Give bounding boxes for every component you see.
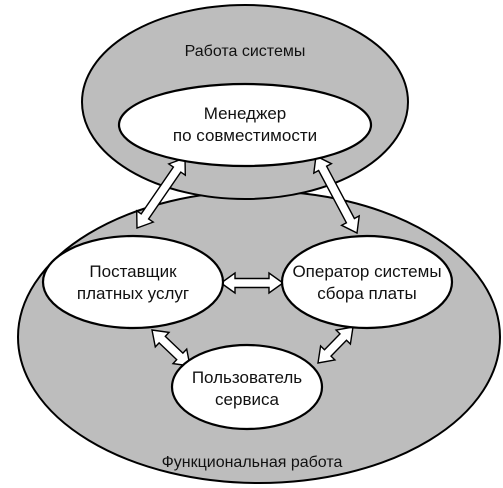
manager-label-line2: по совместимости	[173, 126, 317, 145]
connection-arrows	[135, 154, 361, 367]
manager-ellipse	[117, 82, 373, 168]
user-label-line1: Пользователь	[192, 368, 302, 387]
arrow-manager-operator	[312, 154, 361, 235]
node-paid-service-provider: Поставщик платных услуг	[41, 234, 225, 330]
system-operation-label: Работа системы	[185, 43, 306, 60]
node-fee-collection-operator: Оператор системы сбора платы	[280, 234, 454, 330]
provider-label-line2: платных услуг	[77, 284, 189, 303]
node-compatibility-manager: Менеджер по совместимости	[117, 82, 373, 168]
operator-label-line1: Оператор системы	[292, 262, 441, 281]
provider-ellipse	[41, 234, 225, 330]
arrow-operator-user	[317, 326, 354, 364]
arrow-manager-provider	[135, 157, 187, 229]
functional-operation-region	[17, 190, 501, 484]
manager-label-line1: Менеджер	[204, 104, 286, 123]
operator-label-line2: сбора платы	[317, 284, 417, 303]
operator-ellipse	[280, 234, 454, 330]
user-ellipse	[170, 343, 324, 431]
node-service-user: Пользователь сервиса	[170, 343, 324, 431]
provider-label-line1: Поставщик	[89, 262, 177, 281]
user-label-line2: сервиса	[215, 390, 279, 409]
functional-operation-label: Функциональная работа	[162, 454, 343, 471]
